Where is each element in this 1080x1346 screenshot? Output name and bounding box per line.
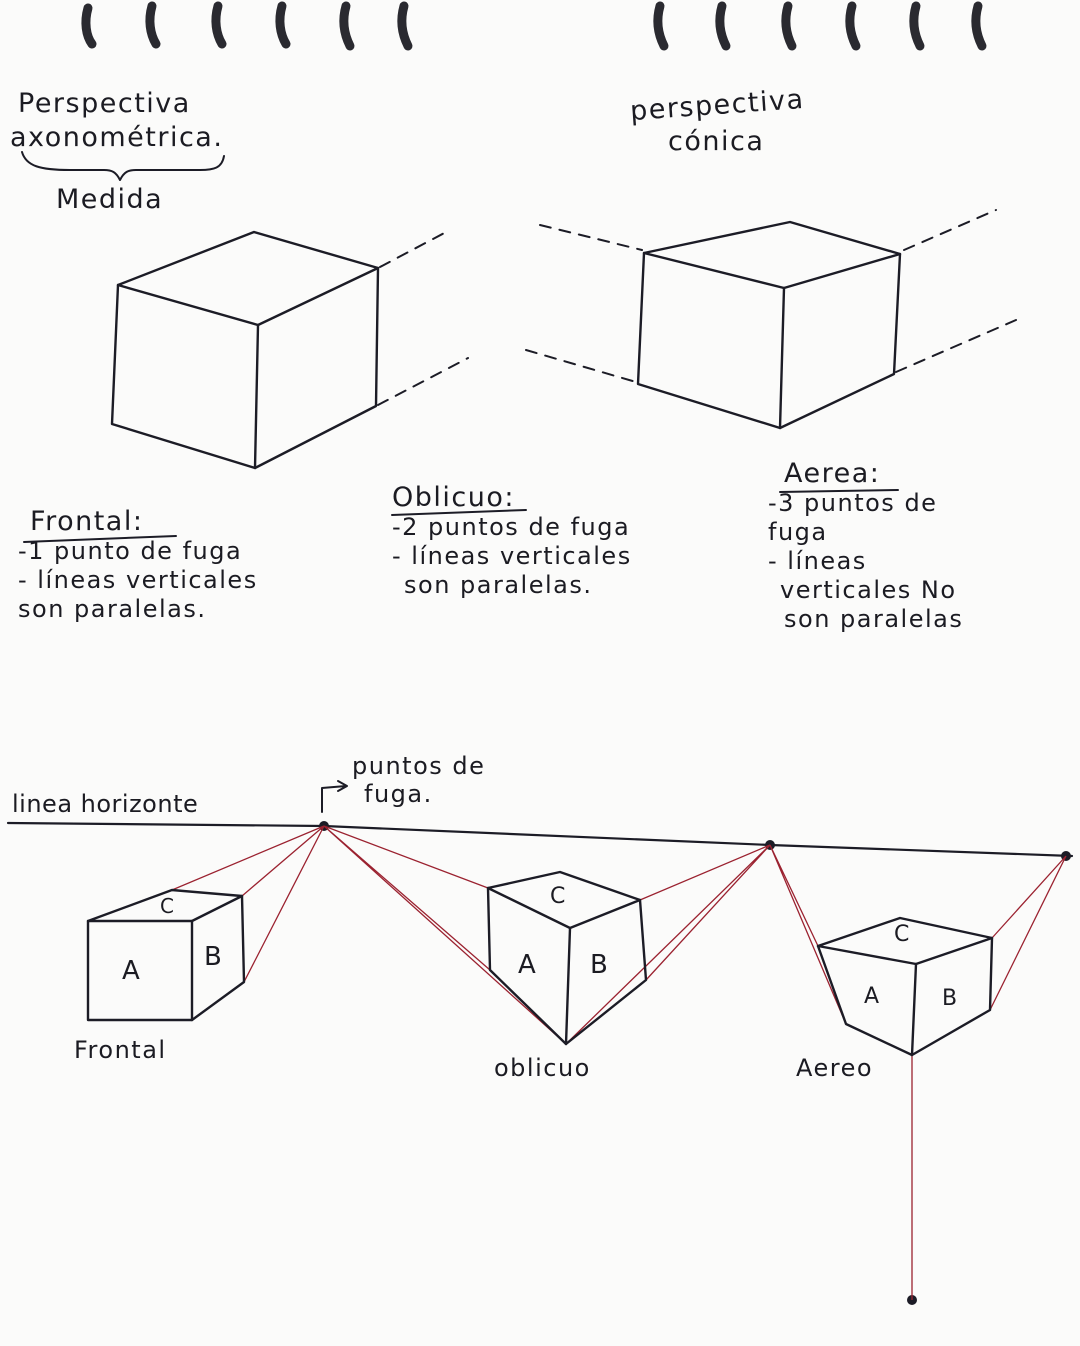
horizon-line bbox=[6, 821, 1074, 858]
frontal-description: Frontal: -1 punto de fuga - líneas verti… bbox=[18, 506, 258, 624]
oblicuo-cube bbox=[486, 870, 648, 1046]
horizon-label: linea horizonte bbox=[12, 790, 199, 818]
frontal-line: son paralelas. bbox=[18, 595, 207, 623]
aerea-heading: Aerea: bbox=[784, 458, 881, 489]
vanishing-arrow bbox=[321, 780, 348, 813]
face-a-label: A bbox=[864, 984, 881, 1009]
oblicuo-description: Oblicuo: -2 puntos de fuga - líneas vert… bbox=[392, 482, 632, 600]
axonometric-title-line1: Perspectiva bbox=[18, 88, 191, 119]
oblicuo-line: -2 puntos de fuga bbox=[392, 513, 631, 541]
aereo-cube bbox=[816, 916, 994, 1057]
vanishing-label-line2: fuga. bbox=[364, 780, 433, 808]
aerea-line: fuga bbox=[768, 518, 828, 546]
face-b-label: B bbox=[204, 942, 224, 972]
frontal-line: -1 punto de fuga bbox=[18, 537, 243, 565]
caption-oblicuo: oblicuo bbox=[494, 1054, 591, 1082]
face-a-label: A bbox=[122, 956, 142, 986]
conic-title-line2: cónica bbox=[668, 126, 765, 157]
oblicuo-line: - líneas verticales bbox=[392, 542, 632, 570]
frontal-underline bbox=[23, 535, 177, 543]
face-b-label: B bbox=[590, 950, 610, 980]
axonometric-cube bbox=[110, 229, 469, 470]
face-c-label: C bbox=[550, 884, 567, 909]
aerea-description: Aerea: -3 puntos de fuga - líneas vertic… bbox=[768, 458, 963, 634]
axonometric-title-line2: axonométrica. bbox=[10, 122, 224, 153]
aerea-line: -3 puntos de bbox=[768, 489, 938, 517]
aerea-line: son paralelas bbox=[784, 605, 964, 633]
frontal-heading: Frontal: bbox=[30, 506, 144, 537]
face-c-label: C bbox=[894, 922, 911, 947]
oblicuo-heading: Oblicuo: bbox=[392, 482, 515, 513]
face-c-label: C bbox=[160, 894, 176, 918]
spiral-binding bbox=[81, 1, 987, 51]
frontal-line: - líneas verticales bbox=[18, 566, 258, 594]
aerea-underline bbox=[779, 489, 899, 493]
conic-cube bbox=[525, 209, 1017, 430]
face-a-label: A bbox=[518, 950, 538, 980]
aerea-line: - líneas bbox=[768, 547, 867, 575]
aerea-line: verticales No bbox=[780, 576, 957, 604]
caption-frontal: Frontal bbox=[74, 1036, 167, 1064]
oblicuo-underline bbox=[391, 509, 527, 516]
title-brace bbox=[21, 151, 225, 181]
oblicuo-line: son paralelas. bbox=[404, 571, 593, 599]
frontal-cube bbox=[86, 888, 246, 1022]
face-b-label: B bbox=[942, 986, 959, 1011]
vanishing-label-line1: puntos de bbox=[352, 752, 486, 780]
axonometric-note: Medida bbox=[56, 184, 164, 215]
caption-aereo: Aereo bbox=[796, 1054, 874, 1082]
construction-lines bbox=[171, 825, 1067, 1300]
